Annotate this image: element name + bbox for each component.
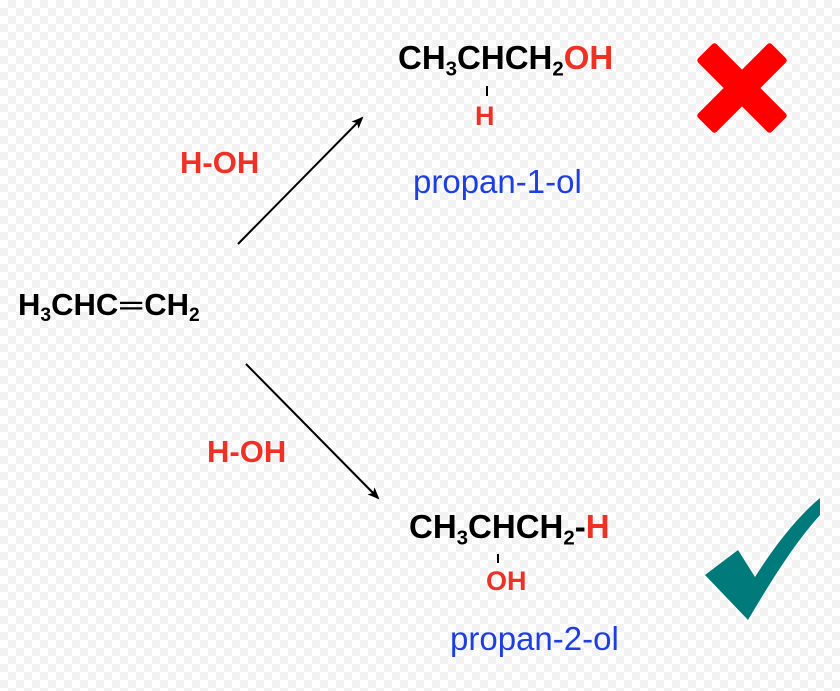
product-top-substituent: H bbox=[475, 101, 495, 131]
checkmark-icon bbox=[705, 498, 820, 620]
product-bottom-name: propan-2-ol bbox=[450, 620, 619, 657]
product-bottom-formula: CH3CHCH2-H bbox=[409, 508, 610, 550]
arrow-up bbox=[237, 116, 364, 245]
product-bottom-substituent: OH bbox=[486, 566, 527, 596]
reagent-label-bottom: H-OH bbox=[207, 434, 287, 469]
arrow-down bbox=[245, 363, 380, 500]
reactant-formula: H3CHC═CH2 bbox=[18, 287, 200, 327]
reagent-label-top: H-OH bbox=[180, 145, 260, 180]
double-bond: ═ bbox=[120, 287, 143, 322]
product-top-formula: CH3CHCH2OH bbox=[398, 39, 614, 81]
cross-icon bbox=[697, 43, 787, 133]
product-top-name: propan-1-ol bbox=[413, 163, 582, 200]
